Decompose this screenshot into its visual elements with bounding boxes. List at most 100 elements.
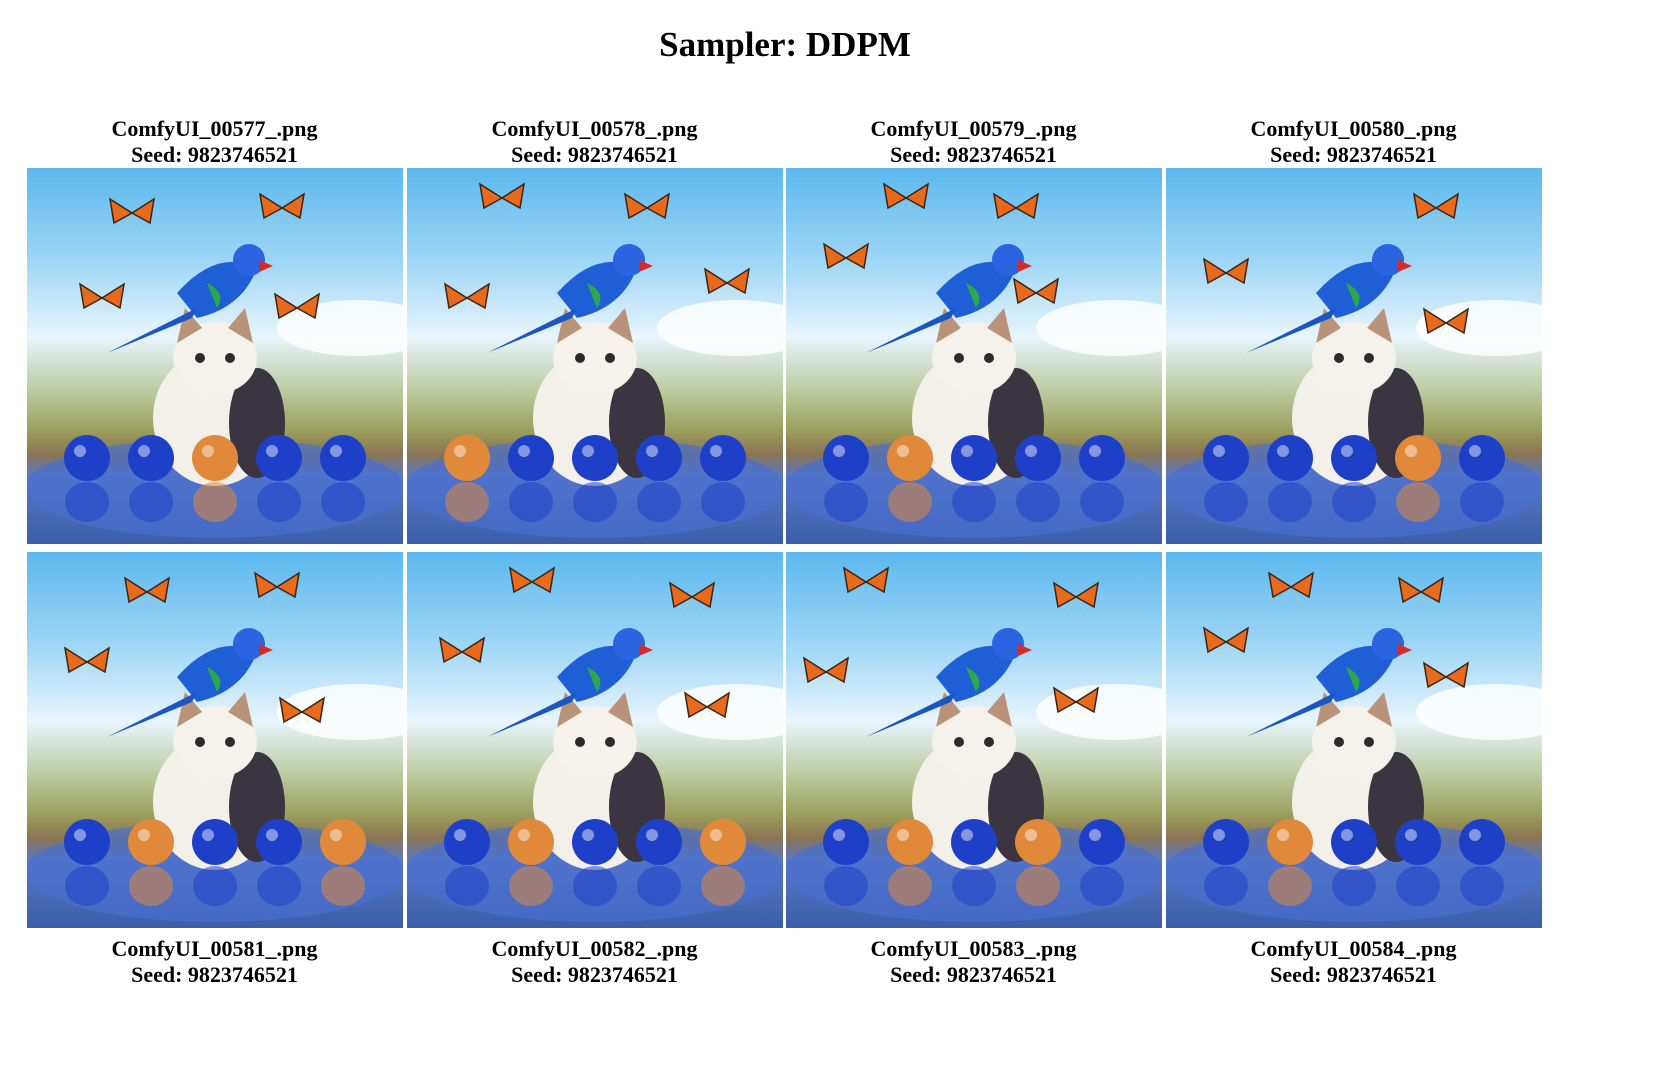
cat-eye [953,353,964,363]
image-card[interactable]: ComfyUI_00581_.png Seed: 9823746521 [26,552,403,988]
butterfly-wing [289,714,302,730]
marble-ball [127,819,174,865]
parrot-tail [1245,692,1336,737]
image-card[interactable]: ComfyUI_00578_.png Seed: 9823746521 [406,116,783,544]
image-card[interactable]: ComfyUI_00582_.png Seed: 9823746521 [406,552,783,988]
butterfly-wing [519,584,532,600]
butterfly-wing [1202,257,1227,285]
butterfly-wing [146,594,159,610]
butterfly [63,646,110,680]
marble-ball [950,435,997,481]
parrot-wing [206,283,220,308]
butterfly-wing [145,576,170,604]
butterfly-wing [623,192,648,220]
generated-image[interactable] [406,552,783,928]
butterfly-wing [1063,704,1076,720]
butterfly-wing [1052,686,1077,714]
butterfly [438,636,485,670]
ball-reflection [1079,482,1124,522]
ball-reflection [444,482,489,522]
scene-illustration [785,566,1162,922]
butterfly-wing [130,197,155,225]
butterfly-wing [824,656,849,684]
generated-image[interactable] [1165,168,1542,544]
generated-image[interactable] [785,168,1162,544]
ball-highlight [517,829,530,841]
marble-ball [507,435,554,481]
butterfly [992,192,1039,226]
scene-illustration [1165,571,1542,922]
ball-highlight [1340,445,1353,457]
ball-highlight [832,445,845,457]
image-seed: Seed: 9823746521 [1270,962,1437,987]
cat-ear [607,692,633,727]
ball-reflection [887,482,932,522]
ball-highlight [645,445,658,457]
ball-reflection [823,482,868,522]
butterfly-wing [1419,576,1444,604]
butterfly-wing [86,664,99,680]
ball-highlight [1088,445,1101,457]
butterfly [273,292,320,326]
generated-image[interactable] [26,168,403,544]
marble-ball [191,435,238,481]
butterfly [822,242,869,276]
cat-eye [574,353,585,363]
butterfly-wing [489,200,502,216]
ball-highlight [581,445,594,457]
image-card[interactable]: ComfyUI_00579_.png Seed: 9823746521 [785,116,1162,544]
generated-image[interactable] [1165,552,1542,928]
butterfly-wing [1445,325,1458,341]
cloud [276,684,403,740]
cat-head [931,322,1016,394]
marble-ball [822,435,869,481]
ball-reflection [572,866,617,906]
butterfly-wing [85,646,110,674]
marble-ball [319,819,366,865]
parrot-tail [106,692,197,737]
ball-reflection [64,866,109,906]
ball-highlight [453,829,466,841]
butterfly-wing [992,192,1017,220]
scene-illustration [785,182,1162,538]
ball-highlight [201,445,214,457]
butterfly-wing [500,182,525,210]
marble-ball [1394,819,1441,865]
cat-head [1311,706,1396,778]
butterfly [1202,626,1249,660]
image-card[interactable]: ComfyUI_00584_.png Seed: 9823746521 [1165,552,1542,988]
butterfly-wing [1075,704,1088,720]
butterfly-wing [905,200,918,216]
butterfly-wing [461,654,474,670]
parrot-body [556,261,637,318]
butterfly-wing [1278,589,1291,605]
image-card[interactable]: ComfyUI_00577_.png Seed: 9823746521 [26,116,403,544]
generated-image[interactable] [406,168,783,544]
marble-ball [886,819,933,865]
image-filename: ComfyUI_00581_.png [111,936,318,961]
parrot-head [612,628,645,660]
ball-reflection [320,866,365,906]
ball-highlight [1404,829,1417,841]
generated-image[interactable] [26,552,403,928]
butterfly-wing [443,282,468,310]
image-card[interactable]: ComfyUI_00580_.png Seed: 9823746521 [1165,116,1542,544]
butterfly-wing [1034,277,1059,305]
marble-ball [1266,819,1313,865]
image-caption: ComfyUI_00579_.png Seed: 9823746521 [785,116,1162,168]
butterfly-wing [904,182,929,210]
butterfly-wing [1397,576,1422,604]
butterfly-wing [273,292,298,320]
ball-highlight [1468,445,1481,457]
cat-eye [1363,737,1374,747]
ball-reflection [192,866,237,906]
image-card[interactable]: ComfyUI_00583_.png Seed: 9823746521 [785,552,1162,988]
parrot-tail [486,692,577,737]
butterfly-wing [508,566,533,594]
generated-image[interactable] [785,552,1162,928]
butterfly-wing [74,664,87,680]
scene-illustration [26,571,403,922]
ball-reflection [256,866,301,906]
ball-highlight [1276,829,1289,841]
butterfly [1267,571,1314,605]
